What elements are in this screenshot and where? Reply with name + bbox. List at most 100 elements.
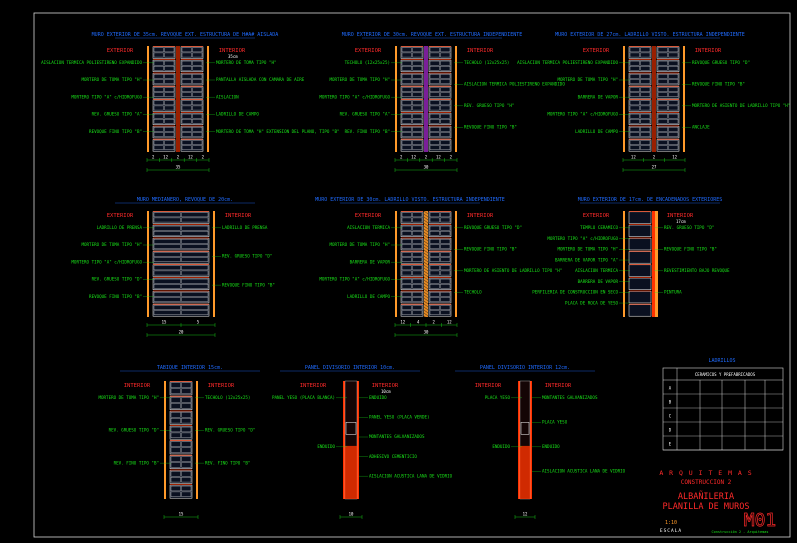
brick-cell [192, 113, 203, 119]
left-note: BARRERA DE VAPOR [578, 279, 619, 284]
dim-value: 2 [450, 155, 453, 160]
board-right [530, 381, 532, 499]
dimension-chain: 10 [339, 512, 363, 519]
right-note: AISLACION ACUSTICA LANA DE VIDRIO [542, 469, 626, 474]
brick-cell [668, 47, 679, 53]
brick [428, 304, 452, 317]
brick [180, 59, 204, 72]
insulation-hatch [423, 297, 429, 302]
wall-drawing [343, 380, 359, 500]
insulation-hatch [423, 309, 429, 314]
brick [152, 86, 176, 99]
dim-value: 2 [425, 155, 428, 160]
brick [152, 238, 210, 251]
brick-cell [181, 113, 192, 119]
insulation-hatch [423, 210, 429, 215]
brick-cell [181, 212, 209, 218]
brick-cell [192, 79, 203, 84]
brick [428, 99, 452, 112]
brick [428, 264, 452, 277]
brick-cell [629, 127, 640, 132]
brick-cell [164, 92, 175, 97]
left-note: PERFILERIA DE CONSTRUCCION EN SECO [532, 290, 618, 295]
left-note: MORTERO DE TOMA TIPO "H" [329, 77, 390, 82]
right-note: PINTURA [664, 290, 682, 295]
brick-cell [429, 270, 440, 276]
right-note: ADHESIVO CEMENTICIO [369, 454, 417, 459]
brick [180, 73, 204, 86]
brick-cell [181, 441, 192, 447]
brick-cell [429, 127, 440, 132]
brick-cell [181, 305, 209, 310]
brick-cell [657, 47, 668, 53]
brick-cell [429, 92, 440, 97]
brick-cell [401, 52, 412, 58]
right-note: MONTANTES GALVANIZADOS [369, 434, 425, 439]
brick-cell [429, 217, 440, 223]
right-note: LADRILLO DE PRENSA [222, 225, 268, 230]
left-note: MORTERO DE TOMA TIPO "H" [81, 242, 142, 247]
right-note: AISLACION ACUSTICA LANA DE VIDRIO [369, 473, 453, 478]
interior-sub: 17cm [676, 219, 686, 224]
right-note: AISLACION [216, 94, 239, 99]
brick [152, 73, 176, 86]
brick [400, 304, 424, 317]
right-note: MORTERO DE ASIENTO DE LADRILLO TIPO "H" [464, 268, 562, 273]
board-left [518, 381, 520, 499]
brick-cell [640, 105, 651, 111]
left-note: REVOQUE FINO TIPO "B" [89, 129, 142, 134]
brick-cell [440, 252, 451, 257]
brick-cell [192, 100, 203, 106]
brick-cell [412, 310, 423, 315]
wall-drawing [623, 211, 658, 317]
brick-cell [164, 145, 175, 150]
legend-row-label: D [669, 428, 672, 433]
insulation-hatch [423, 303, 429, 308]
brick-cell [170, 456, 181, 462]
dim-value: 12 [631, 155, 636, 160]
brick-cell [629, 74, 640, 79]
section-title: MURO MEDIANERO, REVOQUE DE 20cm. [137, 197, 233, 203]
brick-cell [412, 292, 423, 297]
brick-cell [440, 217, 451, 223]
brick-cell [153, 92, 164, 97]
insulation-hatch [423, 252, 429, 257]
brick-cell [181, 66, 192, 71]
dim-value: 2 [653, 155, 656, 160]
brick-cell [401, 100, 412, 106]
total-dim-value: 27 [652, 165, 657, 170]
brick-cell [181, 418, 192, 424]
brick-cell [429, 244, 440, 249]
brick-cell [153, 225, 181, 231]
brick [169, 381, 193, 396]
brick [628, 126, 652, 139]
brick-cell [153, 113, 164, 119]
right-note: REV. GRUESO TIPO "D" [664, 225, 714, 230]
insulation-hatch [423, 222, 429, 227]
legend-title: LADRILLOS [708, 358, 735, 364]
brick-cell [629, 100, 640, 106]
brick-cell [181, 127, 192, 132]
brick-cell [440, 127, 451, 132]
right-note: ENDUIDO [542, 444, 560, 449]
brick-cell [429, 278, 440, 284]
brick-cell [668, 79, 679, 84]
brick [656, 59, 680, 72]
brick-cell [412, 74, 423, 79]
brick-cell [401, 87, 412, 92]
brick-cell [429, 52, 440, 58]
interior-label: INTERIOR [545, 383, 572, 389]
insulation-hatch [423, 300, 429, 305]
brick-cell [629, 145, 640, 150]
brick [152, 264, 210, 277]
wall-drawing [395, 46, 457, 152]
brick-cell [629, 132, 640, 137]
brick-cell [412, 119, 423, 124]
cavity-layer [424, 46, 428, 152]
brick-cell [429, 297, 440, 302]
brick-cell [668, 105, 679, 111]
brick [180, 99, 204, 112]
brick-cell [181, 462, 192, 468]
insulation-hatch [423, 213, 429, 218]
